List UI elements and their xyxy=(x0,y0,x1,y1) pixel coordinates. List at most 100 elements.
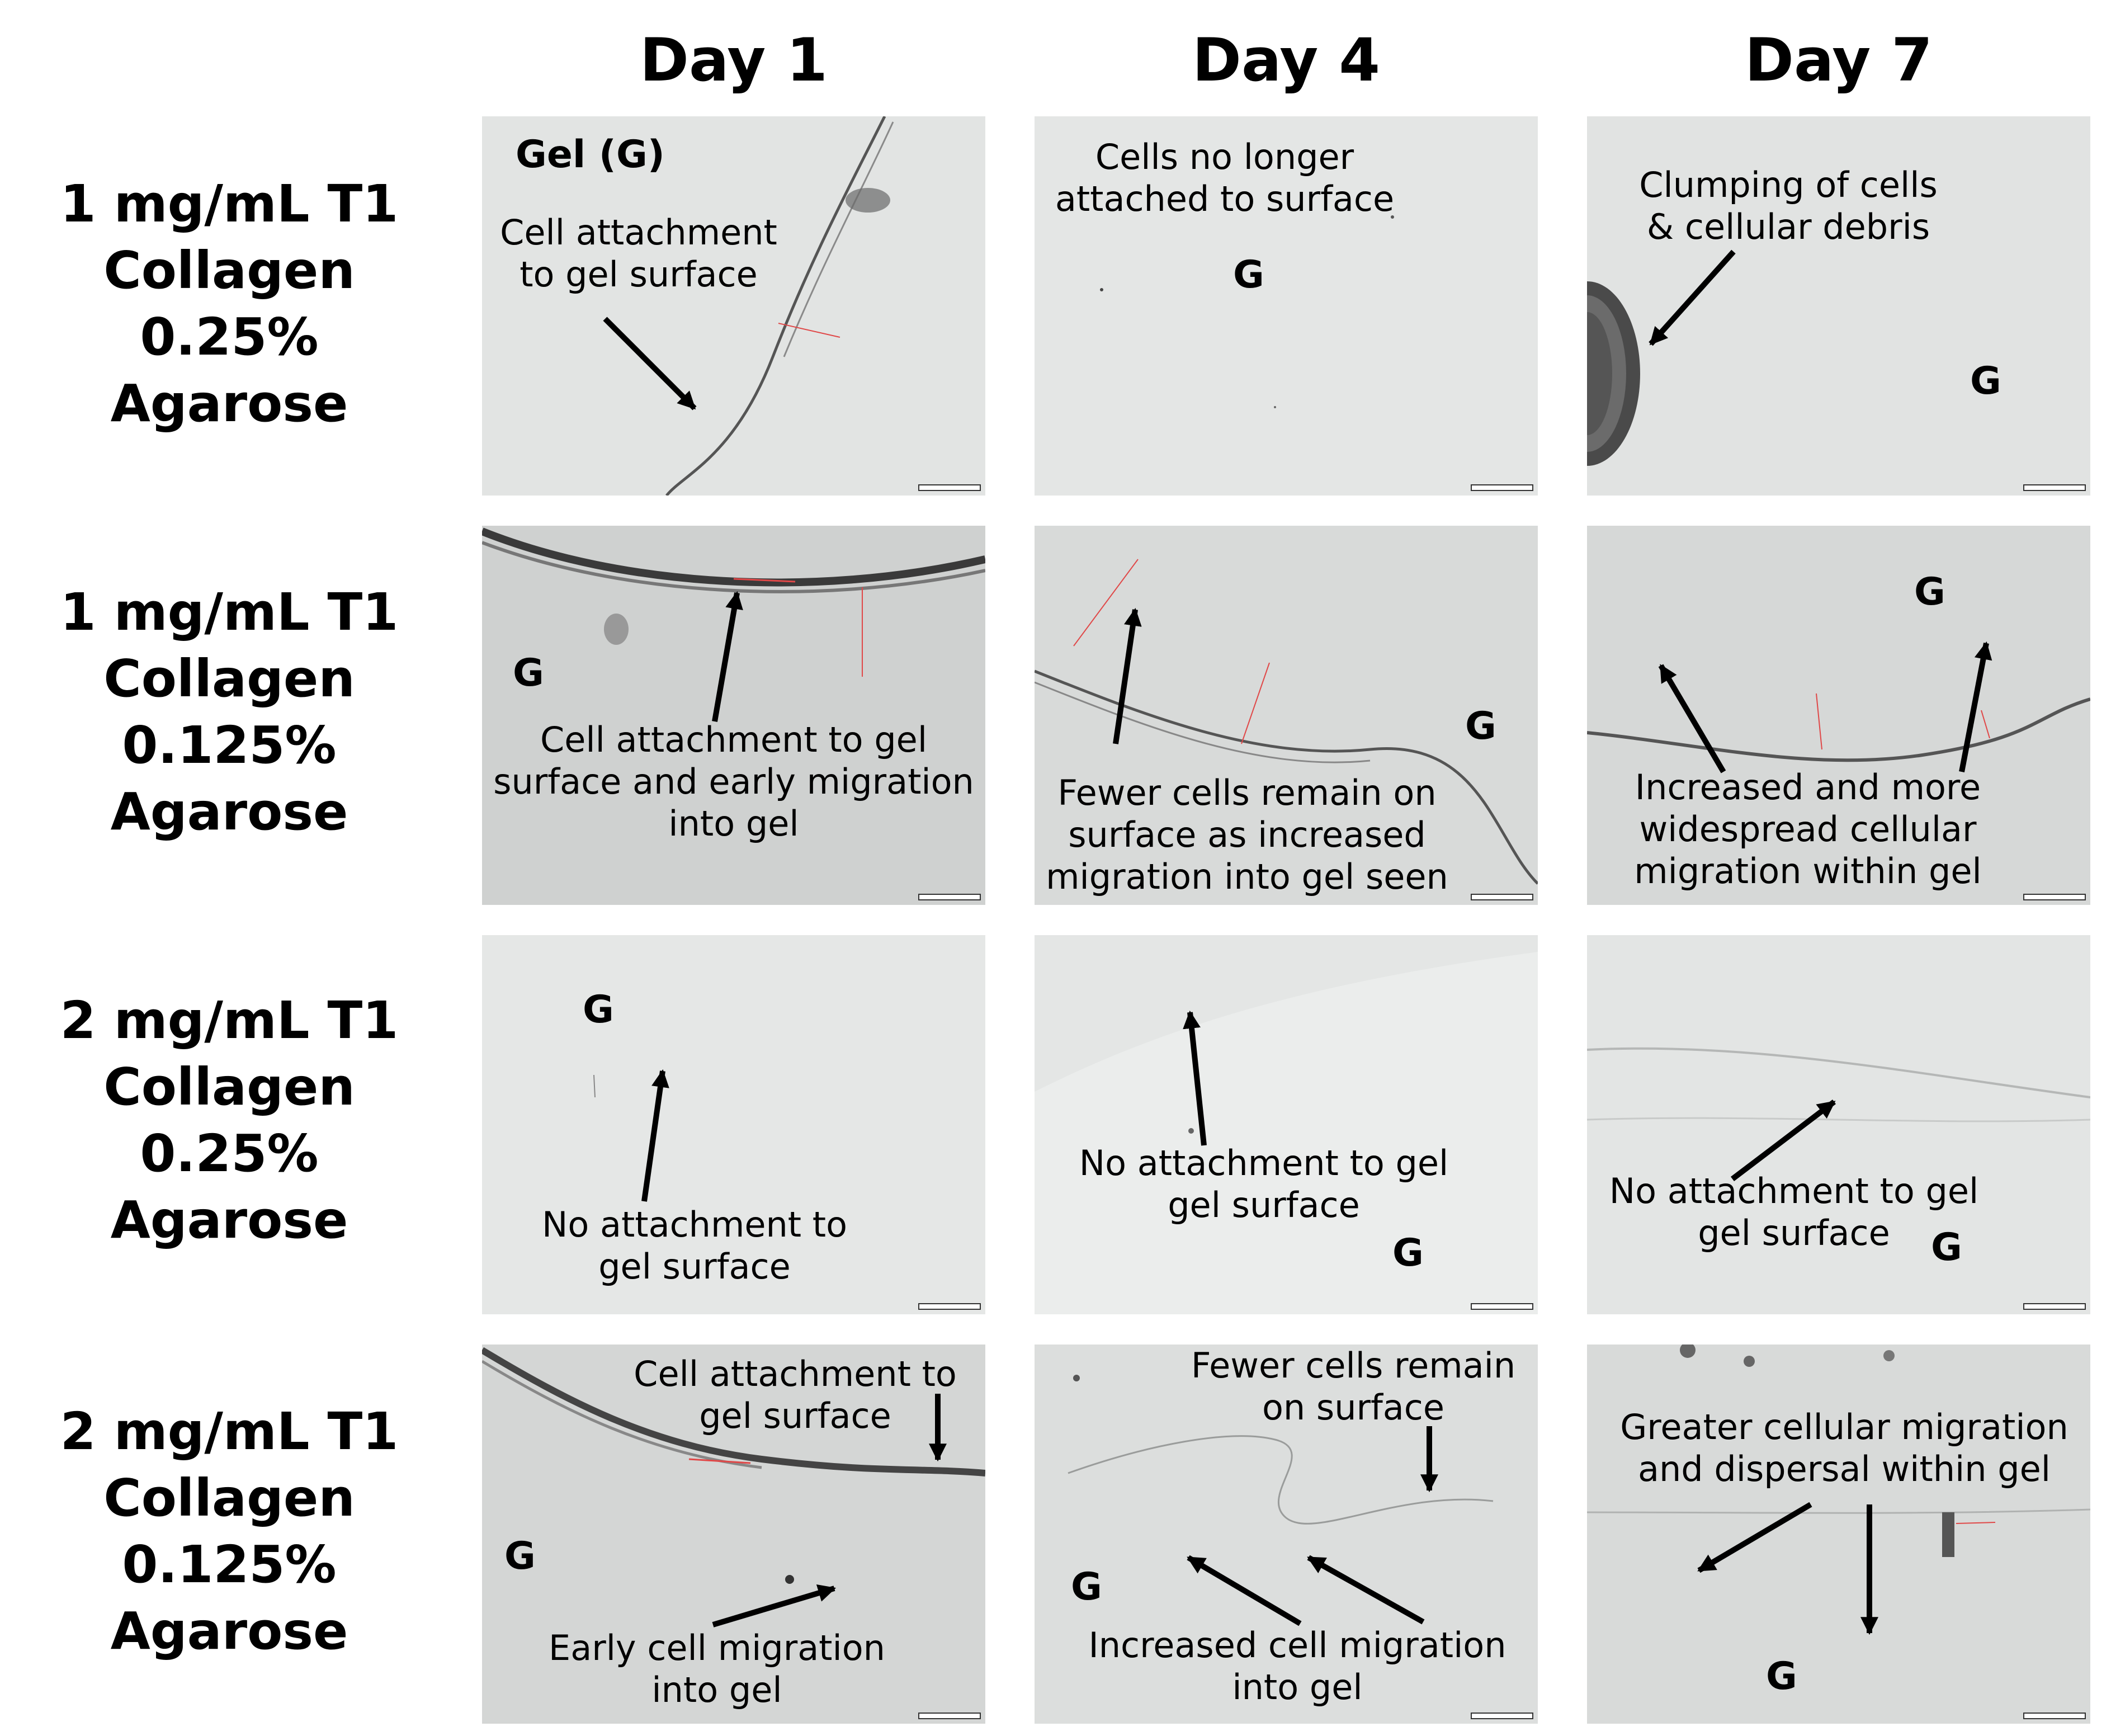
micrograph-background xyxy=(1035,935,1538,1314)
annotation-line: No attachment to gel xyxy=(1609,1171,1979,1211)
scale-bar xyxy=(2023,484,2086,491)
annotation-line: Fewer cells remain xyxy=(1191,1345,1516,1386)
row-label-line: 0.25% xyxy=(140,307,319,367)
row-label-1mg-0.25: 1 mg/mL T1 Collagen 0.25% Agarose xyxy=(17,171,442,437)
micrograph-background xyxy=(482,1345,985,1724)
annotation-line: into gel xyxy=(668,803,799,844)
gel-label: G xyxy=(1766,1654,1797,1699)
annotation-line: No attachment to gel xyxy=(1079,1143,1449,1183)
gel-legend-label: Gel (G) xyxy=(516,133,665,177)
annotation-line: gel surface xyxy=(1168,1185,1360,1225)
micrograph-background xyxy=(1587,935,2090,1314)
annotation-fewer-remain: Fewer cells remain on surface xyxy=(1174,1345,1532,1428)
annotation-line: No attachment to xyxy=(541,1204,848,1245)
annotation-line: attached to surface xyxy=(1055,178,1395,219)
annotation-line: gel surface xyxy=(699,1395,891,1436)
scale-bar xyxy=(2023,1713,2086,1719)
annotation-line: to gel surface xyxy=(520,254,758,295)
annotation-line: Cell attachment xyxy=(500,212,777,253)
gel-label: G xyxy=(1071,1565,1102,1609)
scale-bar xyxy=(918,894,981,900)
micrograph-r1c1: G Fewer cells remain on surface as incre… xyxy=(1035,526,1538,905)
scale-bar xyxy=(918,1303,981,1310)
scale-bar xyxy=(918,1713,981,1719)
micrograph-r2c0: G No attachment to gel surface xyxy=(482,935,985,1314)
annotation-increased-migration: Increased cell migration into gel xyxy=(1068,1624,1527,1708)
gel-label: G xyxy=(1465,704,1496,748)
annotation-no-attachment: No attachment to gel surface xyxy=(527,1204,862,1287)
micrograph-background xyxy=(1587,1345,2090,1724)
gel-label: G xyxy=(583,988,614,1032)
micrograph-r0c0: Gel (G) Cell attachment to gel surface xyxy=(482,116,985,496)
row-label-line: 0.125% xyxy=(122,1535,337,1595)
annotation-line: Clumping of cells xyxy=(1639,164,1938,205)
row-label-line: Agarose xyxy=(110,1190,348,1250)
annotation-detached: Cells no longer attached to surface xyxy=(1046,136,1404,220)
row-label-line: Collagen xyxy=(103,649,355,709)
micrograph-r1c0: G Cell attachment to gel surface and ear… xyxy=(482,526,985,905)
gel-label: G xyxy=(1931,1225,1962,1270)
annotation-line: Cells no longer xyxy=(1095,136,1354,177)
annotation-line: Increased and more xyxy=(1635,767,1981,808)
micrograph-background xyxy=(482,526,985,905)
annotation-line: surface as increased xyxy=(1068,814,1426,855)
micrograph-r3c2: Greater cellular migration and dispersal… xyxy=(1587,1345,2090,1724)
annotation-attachment: Cell attachment to gel surface xyxy=(605,1353,985,1437)
annotation-line: migration into gel seen xyxy=(1046,856,1448,897)
gel-label: G xyxy=(1970,359,2001,403)
annotation-clumping: Clumping of cells & cellular debris xyxy=(1621,164,1956,248)
scale-bar xyxy=(1471,894,1533,900)
row-label-2mg-0.125: 2 mg/mL T1 Collagen 0.125% Agarose xyxy=(17,1398,442,1664)
annotation-line: into gel xyxy=(651,1669,782,1710)
annotation-line: Early cell migration xyxy=(549,1628,885,1668)
gel-label: G xyxy=(1233,253,1264,297)
annotation-line: gel surface xyxy=(598,1246,791,1287)
row-label-line: 1 mg/mL T1 xyxy=(60,582,399,642)
micrograph-background xyxy=(1035,1345,1538,1724)
column-header-day-7: Day 7 xyxy=(1744,26,1933,95)
annotation-line: surface and early migration xyxy=(493,761,974,802)
micrograph-r0c1: Cells no longer attached to surface G xyxy=(1035,116,1538,496)
micrograph-r2c1: No attachment to gel gel surface G xyxy=(1035,935,1538,1314)
scale-bar xyxy=(2023,1303,2086,1310)
scale-bar xyxy=(1471,484,1533,491)
column-header-day-4: Day 4 xyxy=(1192,26,1380,95)
micrograph-background xyxy=(1035,116,1538,496)
annotation-greater-migration: Greater cellular migration and dispersal… xyxy=(1587,1406,2090,1490)
column-header-day-1: Day 1 xyxy=(639,26,828,95)
annotation-line: Greater cellular migration xyxy=(1620,1407,2069,1447)
annotation-fewer-cells: Fewer cells remain on surface as increas… xyxy=(1035,772,1460,898)
row-label-line: 1 mg/mL T1 xyxy=(60,174,399,234)
annotation-line: widespread cellular xyxy=(1639,809,1977,850)
row-label-line: 0.125% xyxy=(122,715,337,775)
annotation-line: Cell attachment to gel xyxy=(540,719,928,760)
gel-label: G xyxy=(513,651,544,695)
annotation-line: into gel xyxy=(1232,1667,1363,1707)
row-label-2mg-0.25: 2 mg/mL T1 Collagen 0.25% Agarose xyxy=(17,987,442,1253)
row-label-line: 2 mg/mL T1 xyxy=(60,990,399,1050)
annotation-no-attachment: No attachment to gel gel surface xyxy=(1598,1170,1990,1254)
micrograph-background xyxy=(482,116,985,496)
micrograph-background xyxy=(482,935,985,1314)
annotation-line: on surface xyxy=(1262,1387,1445,1428)
row-label-line: Agarose xyxy=(110,1601,348,1661)
annotation-line: and dispersal within gel xyxy=(1638,1449,2051,1489)
annotation-line: Increased cell migration xyxy=(1088,1625,1506,1666)
annotation-line: gel surface xyxy=(1698,1213,1890,1253)
row-label-line: Collagen xyxy=(103,240,355,300)
row-label-line: Agarose xyxy=(110,374,348,433)
scale-bar xyxy=(918,484,981,491)
row-label-line: 0.25% xyxy=(140,1124,319,1183)
scale-bar xyxy=(2023,894,2086,900)
gel-label: G xyxy=(1914,570,1945,614)
annotation-attachment-migration: Cell attachment to gel surface and early… xyxy=(482,719,985,845)
micrograph-r0c2: Clumping of cells & cellular debris G xyxy=(1587,116,2090,496)
scale-bar xyxy=(1471,1303,1533,1310)
annotation-attachment: Cell attachment to gel surface xyxy=(493,211,784,295)
scale-bar xyxy=(1471,1713,1533,1719)
row-label-line: Agarose xyxy=(110,782,348,842)
annotation-line: migration within gel xyxy=(1634,851,1982,891)
micrograph-r3c0: Cell attachment to gel surface G Early c… xyxy=(482,1345,985,1724)
annotation-line: Cell attachment to xyxy=(634,1353,957,1394)
row-label-line: Collagen xyxy=(103,1468,355,1528)
